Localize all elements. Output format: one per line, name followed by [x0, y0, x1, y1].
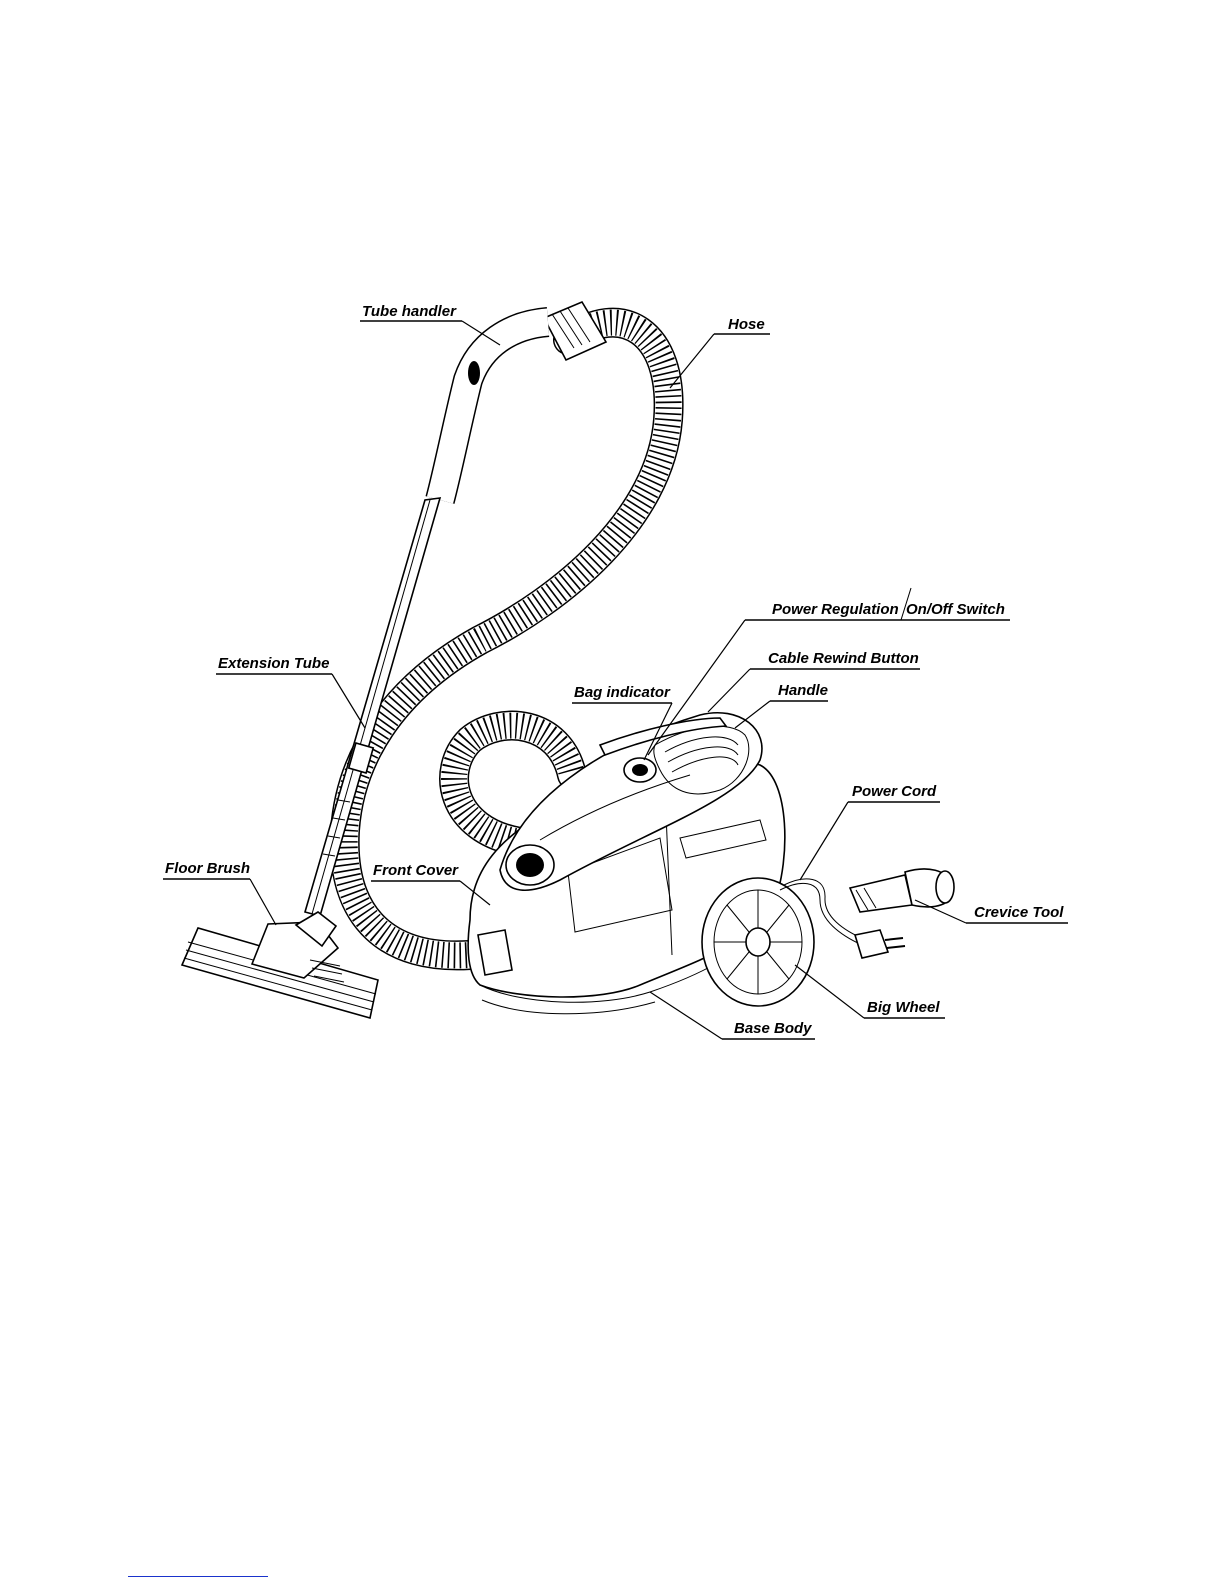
tube-handler-drawing — [440, 322, 548, 500]
label-extension-tube: Extension Tube — [218, 655, 329, 672]
label-on-off-switch: On/Off Switch — [906, 601, 1005, 618]
label-front-cover: Front Cover — [373, 862, 459, 879]
footer-rule — [128, 1576, 268, 1577]
callout-big-wheel: Big Wheel — [795, 965, 945, 1018]
label-power-regulation: Power Regulation — [772, 601, 899, 618]
label-base-body: Base Body — [734, 1020, 812, 1037]
callout-extension-tube: Extension Tube — [216, 655, 365, 728]
callout-power-cord: Power Cord — [800, 783, 940, 880]
label-floor-brush: Floor Brush — [165, 860, 250, 877]
callout-floor-brush: Floor Brush — [163, 860, 276, 925]
label-cable-rewind-button: Cable Rewind Button — [768, 650, 919, 667]
callout-cable-rewind-button: Cable Rewind Button — [708, 650, 920, 712]
big-wheel-drawing — [702, 878, 814, 1006]
label-hose: Hose — [728, 316, 765, 333]
crevice-tool-drawing — [850, 869, 954, 912]
bag-indicator-drawing — [624, 758, 656, 782]
floor-brush-drawing — [182, 912, 378, 1018]
label-crevice-tool: Crevice Tool — [974, 904, 1064, 921]
label-bag-indicator: Bag indicator — [574, 684, 671, 701]
label-big-wheel: Big Wheel — [867, 999, 940, 1016]
label-tube-handler: Tube handler — [362, 303, 457, 320]
callout-hose: Hose — [670, 316, 770, 388]
label-handle: Handle — [778, 682, 828, 699]
callout-handle: Handle — [735, 682, 828, 728]
extension-tube-drawing — [305, 498, 440, 916]
label-power-cord: Power Cord — [852, 783, 937, 800]
